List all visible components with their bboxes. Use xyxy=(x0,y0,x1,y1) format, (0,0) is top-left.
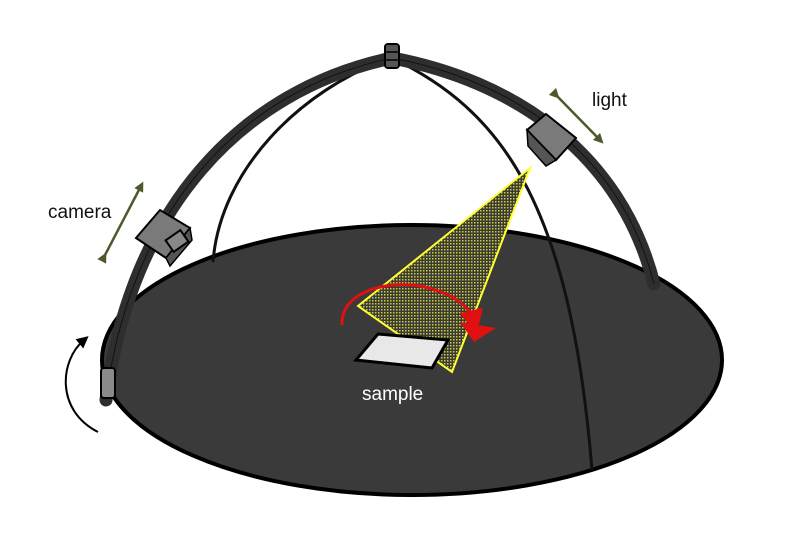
main-arch-outline xyxy=(105,57,655,401)
side-pivot xyxy=(100,367,116,399)
rotate-arrow-icon xyxy=(64,336,99,433)
turntable-arrow-head xyxy=(460,322,496,342)
sample-plate xyxy=(353,332,451,370)
camera-adjust-arrow xyxy=(97,181,144,264)
camera-icon xyxy=(134,208,193,268)
light-adjust-arrow xyxy=(548,87,604,144)
top-pivot xyxy=(384,43,400,69)
light-label: light xyxy=(592,90,628,111)
camera-label: camera xyxy=(48,202,112,223)
sample-label: sample xyxy=(362,384,423,405)
rotate-arrow-icon xyxy=(340,283,483,334)
